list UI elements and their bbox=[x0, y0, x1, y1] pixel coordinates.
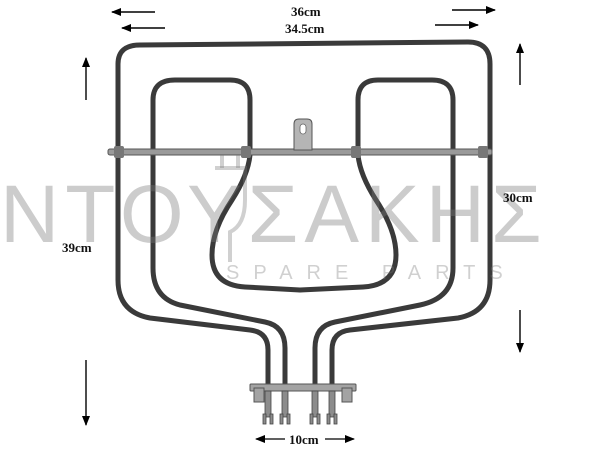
terminals bbox=[262, 390, 338, 425]
outer-width-label: 36cm bbox=[291, 4, 321, 19]
clip bbox=[114, 146, 124, 158]
clip bbox=[478, 146, 488, 158]
watermark-brand: ΝΤΟΥΣΑΚΗΣ bbox=[0, 169, 548, 260]
total-height-label: 39cm bbox=[62, 240, 92, 255]
terminal-bracket bbox=[249, 383, 357, 392]
clip bbox=[241, 146, 251, 158]
inner-left-coil bbox=[150, 77, 303, 391]
inner-right-coil bbox=[297, 77, 456, 391]
watermark-tagline: SPARE PARTS bbox=[226, 262, 517, 284]
inner-width-label: 34.5cm bbox=[285, 21, 325, 36]
element-height-label: 30cm bbox=[503, 190, 533, 205]
mounting-tab bbox=[293, 118, 313, 151]
clip bbox=[351, 146, 361, 158]
outer-heating-coil bbox=[115, 39, 493, 391]
terminal-spacing-label: 10cm bbox=[289, 432, 319, 447]
plug-logo bbox=[215, 155, 247, 262]
